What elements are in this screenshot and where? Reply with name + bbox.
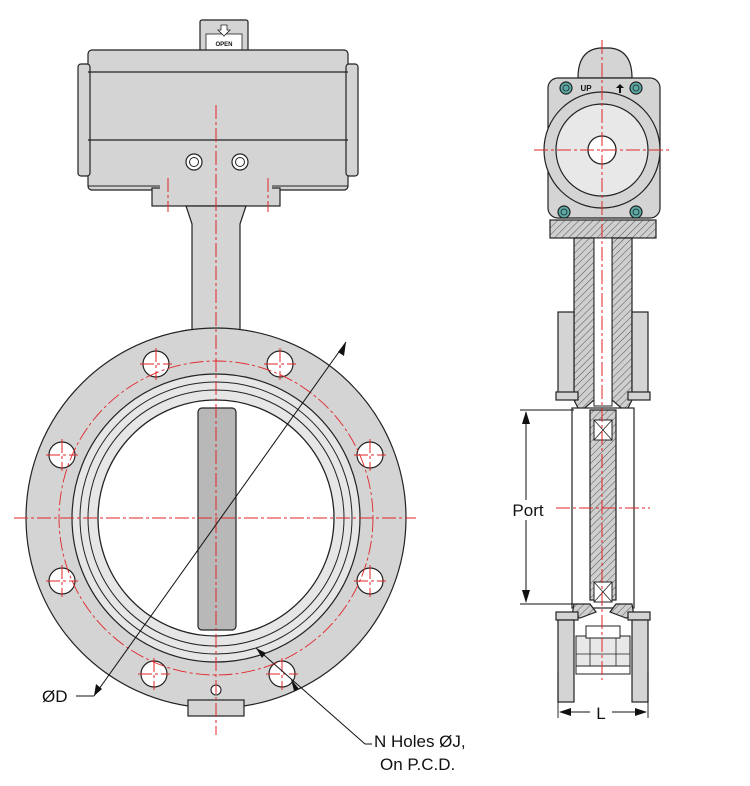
bolt-hole-icon — [46, 565, 78, 597]
holes-leader: N Holes ØJ, On P.C.D. — [255, 647, 466, 774]
bolt-icon — [557, 205, 571, 219]
side-view: UP — [508, 40, 670, 723]
bolt-hole-icon — [266, 658, 298, 690]
bolt-hole-icon — [354, 565, 386, 597]
diameter-dimension: ØD — [42, 341, 347, 706]
port-hole-right-icon — [231, 153, 249, 171]
actuator-side: UP — [543, 47, 661, 219]
port-hole-left-icon — [185, 153, 203, 171]
holes-label-line1: N Holes ØJ, — [374, 732, 466, 751]
length-label: L — [596, 704, 605, 723]
bolt-holes — [46, 348, 386, 690]
bolt-hole-icon — [138, 658, 170, 690]
open-marker-label: OPEN — [215, 42, 232, 48]
neck-section — [555, 237, 651, 413]
disc-section — [589, 409, 617, 601]
disc — [197, 407, 237, 631]
up-marker-label: UP — [580, 84, 592, 93]
side-centerlines — [534, 40, 670, 680]
bolt-hole-icon — [264, 348, 296, 380]
bolt-icon — [559, 81, 573, 95]
actuator-front: OPEN — [77, 19, 359, 207]
diameter-label: ØD — [42, 687, 68, 706]
holes-label-line2: On P.C.D. — [380, 755, 455, 774]
front-centerlines — [14, 105, 416, 735]
front-view: OPEN — [14, 19, 466, 774]
port-label: Port — [512, 501, 543, 520]
up-arrow-icon — [616, 84, 624, 93]
open-arrow-icon — [217, 24, 231, 37]
mounting-flange — [549, 219, 657, 239]
bolt-icon — [629, 205, 643, 219]
length-dimension: L — [557, 672, 649, 723]
port-dimension: Port — [508, 409, 574, 605]
bolt-icon — [629, 81, 643, 95]
lower-section — [555, 603, 651, 703]
